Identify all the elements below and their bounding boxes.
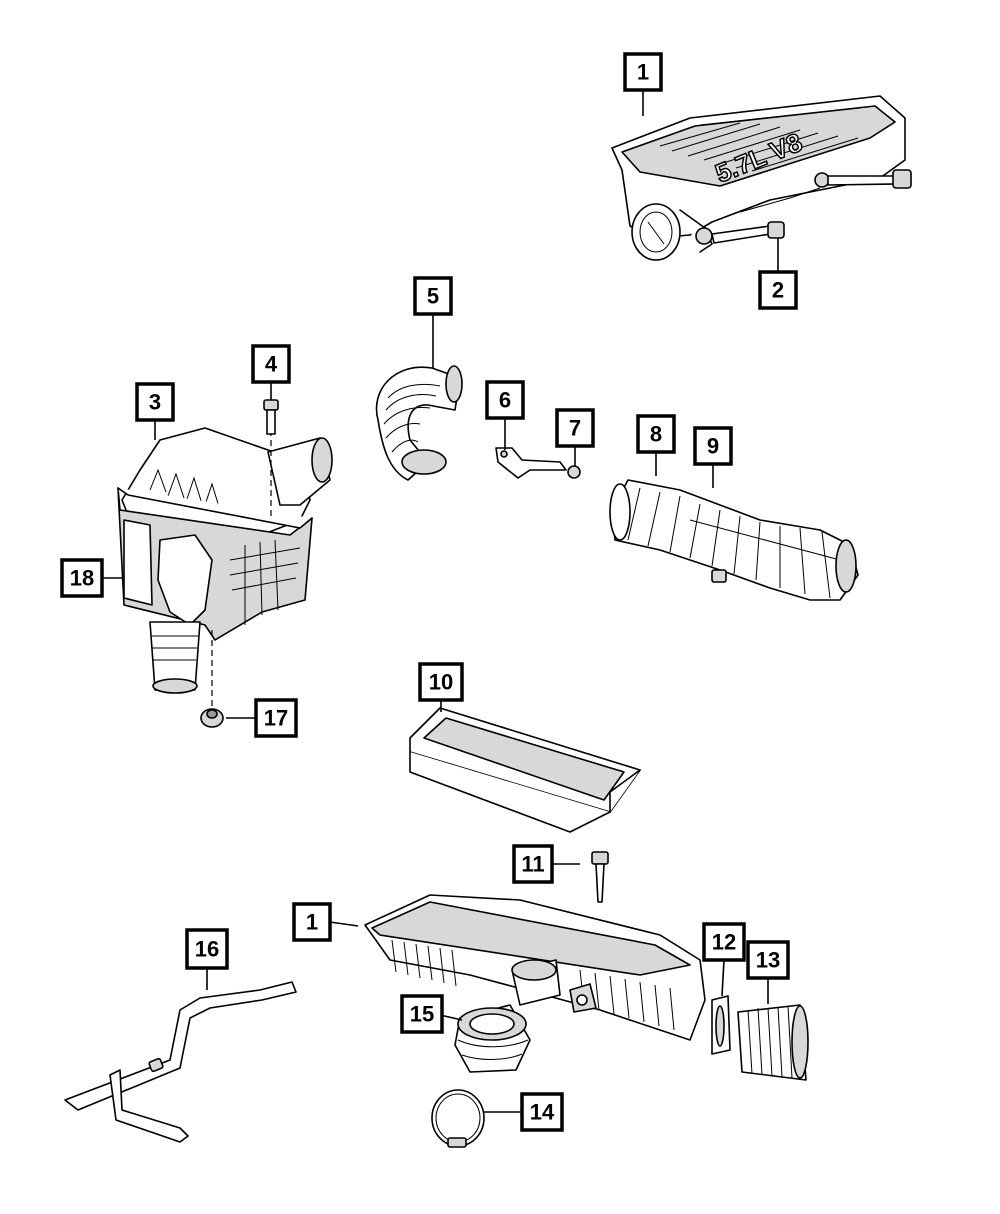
grommet-part	[200, 708, 224, 728]
callout-label: 8	[650, 422, 662, 447]
coupler-part	[454, 1004, 531, 1073]
callout-14: 14	[520, 1092, 564, 1132]
airbox-bolt-part	[591, 851, 609, 903]
callout-label: 18	[70, 566, 94, 591]
bellows-hose-part	[737, 1004, 809, 1081]
cover-bolt-part	[711, 169, 912, 244]
callout-label: 5	[427, 284, 439, 309]
callout-label: 1	[637, 60, 649, 85]
callout-label: 15	[410, 1002, 434, 1027]
callout-9: 9	[693, 426, 733, 466]
callout-label: 14	[530, 1100, 555, 1125]
callout-label: 6	[499, 388, 511, 413]
callout-4: 4	[251, 344, 291, 384]
callout-label: 16	[195, 937, 219, 962]
callout-11: 11	[512, 844, 554, 884]
hose-clamp-part	[431, 1089, 485, 1148]
callout-2: 2	[758, 270, 798, 310]
callout-8: 8	[636, 414, 676, 454]
bracket-part	[495, 447, 567, 479]
clamp-ring-part	[711, 995, 731, 1055]
engine-cover-part: 5.7L V8	[611, 95, 906, 261]
air-filter-part	[409, 707, 641, 833]
housing-bolt-part	[263, 399, 279, 435]
vent-hose-part	[64, 981, 297, 1143]
callout-6: 6	[485, 380, 525, 420]
callout-label: 3	[149, 390, 161, 415]
callout-label: 2	[772, 278, 784, 303]
callout-17: 17	[254, 698, 298, 738]
callout-3: 3	[135, 382, 175, 422]
callout-label: 1	[306, 910, 318, 935]
callout-5: 5	[413, 276, 453, 316]
lower-air-box-part	[364, 894, 706, 1041]
callout-1-top: 1	[623, 52, 663, 92]
callout-label: 12	[712, 930, 736, 955]
callout-1-bottom: 1	[292, 902, 332, 942]
intake-duct-part	[609, 479, 859, 601]
callout-label: 7	[569, 416, 581, 441]
callout-7: 7	[555, 408, 595, 448]
callout-label: 4	[265, 352, 278, 377]
housing-seal-part	[123, 519, 153, 606]
callout-label: 17	[264, 706, 288, 731]
callout-10: 10	[418, 662, 464, 702]
air-cleaner-housing-part	[117, 420, 333, 710]
callout-15: 15	[400, 994, 444, 1034]
intake-hose-part	[375, 365, 463, 481]
callout-13: 13	[746, 940, 790, 980]
leader-lines	[100, 90, 779, 1113]
nut-part	[567, 465, 581, 479]
callout-label: 13	[756, 948, 780, 973]
callout-label: 10	[429, 670, 453, 695]
callout-label: 9	[707, 434, 719, 459]
callout-18: 18	[60, 558, 104, 598]
callout-label: 11	[521, 852, 544, 877]
callout-16: 16	[185, 928, 229, 970]
callout-12: 12	[702, 922, 746, 962]
